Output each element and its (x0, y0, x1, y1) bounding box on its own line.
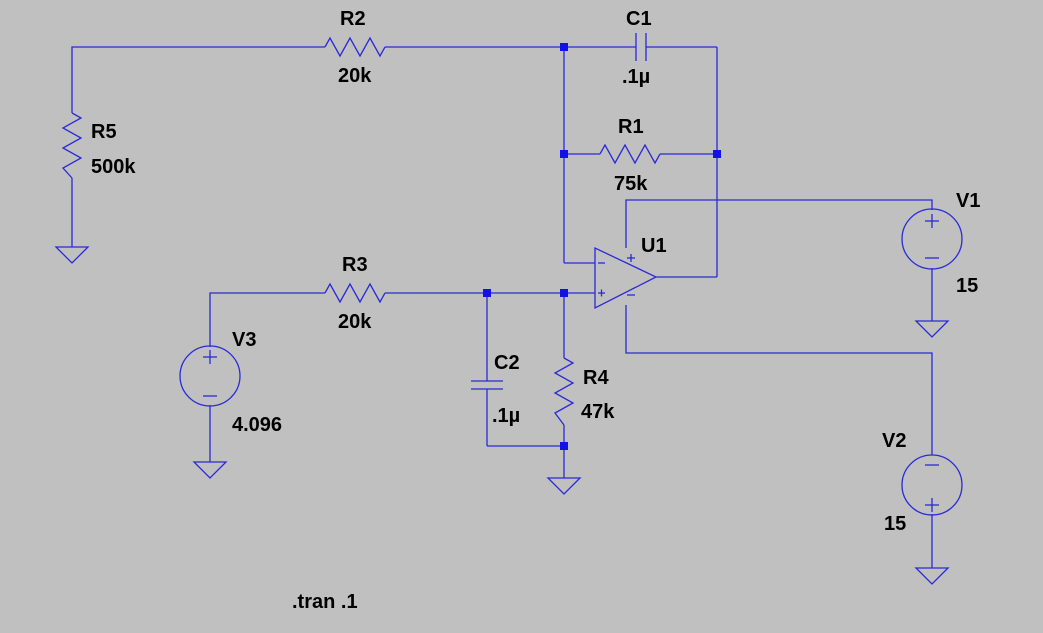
voltage-source-icon (179, 345, 241, 407)
resistor-r5[interactable]: R5 500k (61, 112, 136, 179)
resistor-icon (553, 357, 575, 426)
c1-name: C1 (626, 8, 652, 30)
v3-name: V3 (232, 329, 256, 351)
r4-name: R4 (583, 367, 609, 389)
voltage-source-v1[interactable]: V1 15 (901, 190, 980, 297)
voltage-source-icon (901, 208, 963, 270)
resistor-r3[interactable]: R3 20k (324, 254, 386, 333)
ground-icon (192, 461, 228, 479)
capacitor-icon (471, 380, 503, 390)
junction-node (483, 289, 491, 297)
resistor-r4[interactable]: R4 47k (553, 357, 615, 426)
c1-value: .1µ (622, 66, 650, 88)
r3-name: R3 (342, 254, 368, 276)
ground-icon (54, 246, 90, 264)
wires (71, 46, 933, 568)
c2-name: C2 (494, 352, 520, 374)
r5-name: R5 (91, 121, 117, 143)
r4-value: 47k (581, 401, 615, 423)
c2-value: .1µ (492, 405, 520, 427)
opamp-icon (594, 246, 658, 310)
v1-name: V1 (956, 190, 980, 212)
ground-icon (546, 477, 582, 495)
resistor-r2[interactable]: R2 20k (324, 8, 386, 87)
junction-node (560, 43, 568, 51)
junction-node (713, 150, 721, 158)
ground-icon (914, 567, 950, 585)
r3-value: 20k (338, 311, 372, 333)
voltage-source-v2[interactable]: V2 15 (882, 430, 963, 535)
voltage-source-icon (901, 454, 963, 516)
resistor-icon (61, 112, 83, 179)
resistor-r1[interactable]: R1 75k (599, 116, 661, 195)
junction-node (560, 289, 568, 297)
v3-value: 4.096 (232, 414, 282, 436)
v1-value: 15 (956, 275, 978, 297)
ground-icon (914, 320, 950, 338)
u1-name: U1 (641, 235, 667, 257)
voltage-source-v3[interactable]: V3 4.096 (179, 329, 282, 436)
resistor-icon (324, 36, 386, 58)
r2-name: R2 (340, 8, 366, 30)
capacitor-c2[interactable]: C2 .1µ (471, 352, 520, 427)
r2-value: 20k (338, 65, 372, 87)
r1-value: 75k (614, 173, 648, 195)
v2-value: 15 (884, 513, 906, 535)
r1-name: R1 (618, 116, 644, 138)
opamp-u1[interactable]: U1 (594, 235, 667, 310)
capacitor-icon (635, 33, 647, 61)
resistor-icon (599, 143, 661, 165)
capacitor-c1[interactable]: C1 .1µ (622, 8, 652, 88)
v2-name: V2 (882, 430, 906, 452)
r5-value: 500k (91, 156, 136, 178)
junction-node (560, 150, 568, 158)
grounds (54, 246, 950, 585)
junction-node (560, 442, 568, 450)
resistor-icon (324, 282, 386, 304)
junction-nodes (483, 43, 721, 450)
spice-directive[interactable]: .tran .1 (292, 591, 358, 613)
